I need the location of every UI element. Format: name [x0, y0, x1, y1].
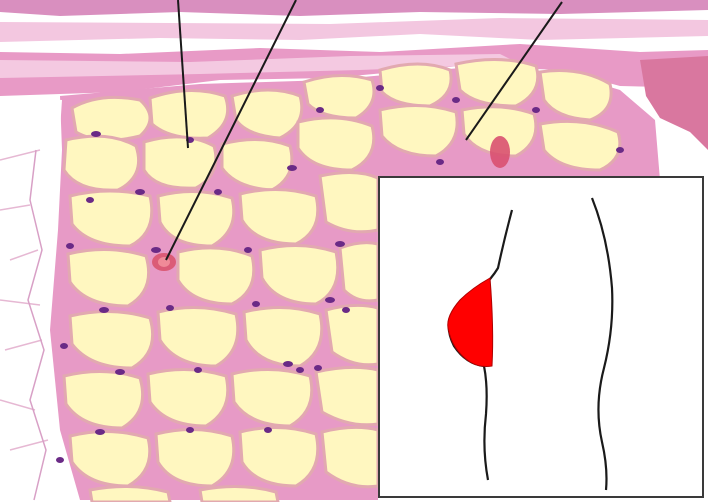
breast-silhouette-icon [380, 178, 702, 496]
inset-panel [378, 176, 704, 498]
